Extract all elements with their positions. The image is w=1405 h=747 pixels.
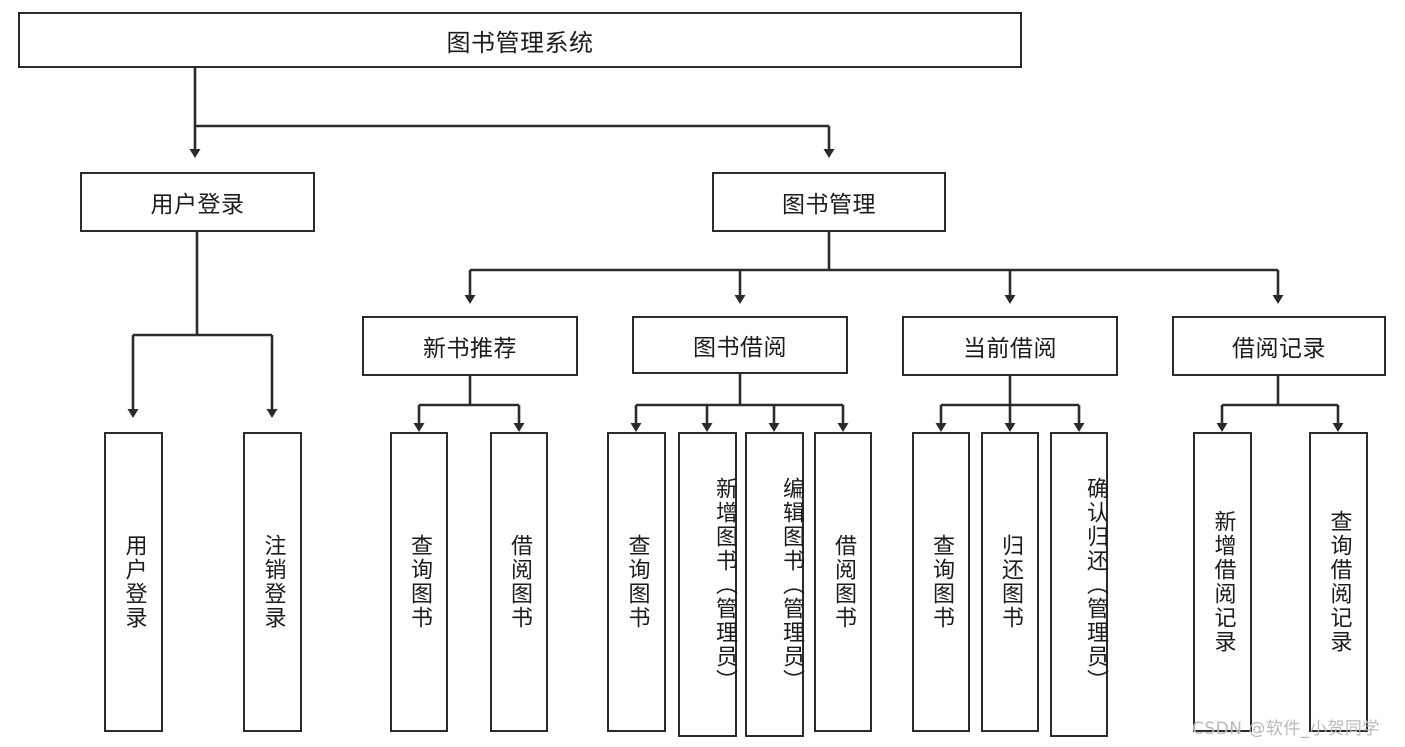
leaf-confirm-return-admin[interactable]: 确认归还（管理员） (1050, 432, 1108, 737)
node-book-management[interactable]: 图书管理 (712, 172, 946, 232)
node-root-system[interactable]: 图书管理系统 (18, 12, 1022, 68)
node-current-borrow[interactable]: 当前借阅 (902, 316, 1118, 376)
leaf-query-book-recommend[interactable]: 查询图书 (390, 432, 448, 732)
leaf-logout[interactable]: 注销登录 (243, 432, 302, 732)
leaf-borrow-book[interactable]: 借阅图书 (814, 432, 872, 732)
csdn-watermark: CSDN @软件_小贺同学 (1192, 719, 1380, 739)
leaf-add-book-admin[interactable]: 新增图书（管理员） (678, 432, 737, 737)
leaf-return-book[interactable]: 归还图书 (981, 432, 1039, 732)
leaf-edit-book-admin[interactable]: 编辑图书（管理员） (745, 432, 804, 737)
leaf-user-login[interactable]: 用户登录 (104, 432, 163, 732)
node-new-book-recommend[interactable]: 新书推荐 (362, 316, 578, 376)
leaf-query-book-current[interactable]: 查询图书 (912, 432, 970, 732)
node-user-login[interactable]: 用户登录 (80, 172, 315, 232)
node-book-borrow[interactable]: 图书借阅 (632, 316, 848, 374)
leaf-query-book-borrow[interactable]: 查询图书 (607, 432, 666, 732)
leaf-borrow-book-recommend[interactable]: 借阅图书 (490, 432, 548, 732)
leaf-add-borrow-record[interactable]: 新增借阅记录 (1193, 432, 1252, 732)
leaf-query-borrow-record[interactable]: 查询借阅记录 (1309, 432, 1368, 732)
node-borrow-record[interactable]: 借阅记录 (1172, 316, 1386, 376)
